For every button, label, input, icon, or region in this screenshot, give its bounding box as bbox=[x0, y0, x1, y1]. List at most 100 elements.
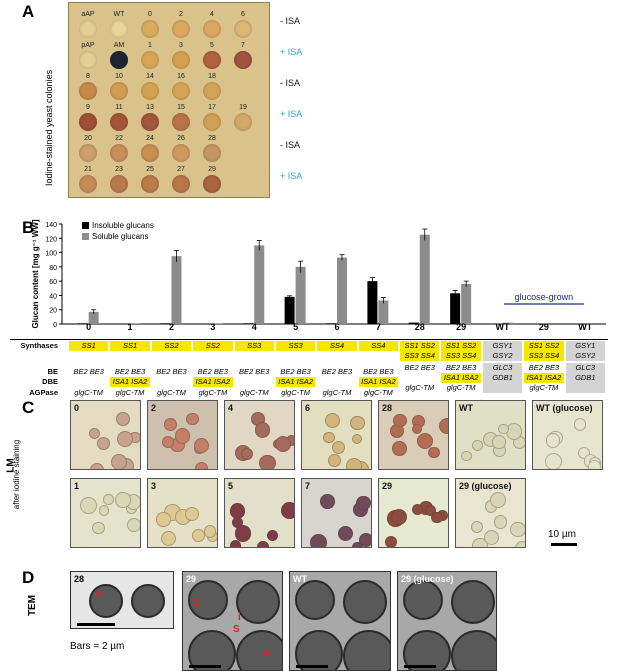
y-tick-label: 120 bbox=[45, 236, 57, 243]
column-number: 7 bbox=[375, 322, 381, 332]
colony-label: 19 bbox=[239, 104, 247, 111]
colony-label: 27 bbox=[177, 166, 185, 173]
colony-label: 11 bbox=[115, 104, 123, 111]
bar bbox=[88, 311, 99, 324]
tem-mark: i bbox=[238, 612, 241, 623]
lm-image-label: 1 bbox=[74, 481, 80, 491]
tem-cell bbox=[236, 580, 280, 624]
colony-label: 14 bbox=[146, 73, 154, 80]
dbe-cell bbox=[317, 377, 356, 387]
colony-label: 3 bbox=[179, 42, 183, 49]
cell bbox=[573, 418, 587, 431]
colony-label: 10 bbox=[115, 73, 123, 80]
yeast-colony bbox=[110, 51, 128, 69]
lm-image: 6 bbox=[301, 400, 372, 470]
yeast-colony bbox=[203, 20, 221, 38]
tem-image: WT bbox=[289, 571, 391, 671]
yeast-colony bbox=[203, 51, 221, 69]
lm-image-label: 6 bbox=[305, 403, 311, 413]
cell bbox=[424, 505, 436, 516]
legend-swatch bbox=[82, 222, 89, 229]
colony-label: 2 bbox=[179, 11, 183, 18]
panel-label-b: B bbox=[22, 218, 35, 237]
yeast-colony bbox=[203, 113, 221, 131]
yeast-colony bbox=[172, 144, 190, 162]
yeast-colony bbox=[141, 113, 159, 131]
table-row-label: BE bbox=[47, 367, 58, 376]
yeast-colony bbox=[79, 175, 97, 193]
column-number: 29 bbox=[538, 322, 549, 332]
bar bbox=[77, 323, 88, 324]
cell bbox=[259, 454, 276, 469]
cell bbox=[351, 434, 362, 445]
yeast-colony bbox=[141, 82, 159, 100]
synthase-cell: SS4 bbox=[358, 341, 399, 351]
cell bbox=[392, 441, 407, 456]
column-number: 2 bbox=[168, 322, 174, 332]
cell bbox=[116, 430, 134, 448]
cell bbox=[489, 492, 507, 509]
cell bbox=[350, 415, 366, 431]
bar bbox=[254, 245, 265, 324]
colony-label: 25 bbox=[146, 166, 154, 173]
agpase-cell: glgC-TM bbox=[405, 383, 435, 392]
tem-cell bbox=[188, 630, 236, 670]
cell bbox=[492, 435, 506, 449]
cell bbox=[384, 536, 397, 547]
synthase-cell: SS4 bbox=[317, 341, 357, 351]
cell bbox=[115, 492, 131, 508]
cell bbox=[156, 512, 171, 527]
synthase-cell: SS1 bbox=[110, 341, 150, 351]
tem-cell bbox=[236, 630, 282, 670]
colony-label: 4 bbox=[210, 11, 214, 18]
colony-label: 7 bbox=[241, 42, 245, 49]
isa-label: - ISA bbox=[280, 78, 301, 88]
yeast-colony bbox=[203, 144, 221, 162]
cell bbox=[103, 494, 114, 506]
lm-image: WT (glucose) bbox=[532, 400, 603, 470]
isa-label: + ISA bbox=[280, 171, 303, 181]
cell bbox=[328, 453, 342, 467]
panel-label-a: A bbox=[22, 2, 35, 21]
y-tick-label: 60 bbox=[49, 279, 57, 286]
cell bbox=[393, 413, 407, 428]
lm-image-label: 0 bbox=[74, 403, 80, 413]
lm-sublabel: after iodine staining bbox=[12, 439, 22, 510]
cell bbox=[324, 412, 340, 428]
colony-label: 20 bbox=[84, 135, 92, 142]
tem-cell bbox=[131, 584, 165, 618]
cell bbox=[391, 508, 408, 526]
column-number: WT bbox=[578, 322, 593, 332]
be-cell: BE2 BE3 bbox=[197, 367, 229, 376]
dbe-cell bbox=[69, 377, 108, 387]
cell bbox=[498, 423, 509, 435]
tem-cell bbox=[403, 630, 451, 670]
isa-label: + ISA bbox=[280, 109, 303, 119]
cell bbox=[515, 541, 525, 547]
tem-cell bbox=[188, 580, 228, 620]
lm-image-label: 3 bbox=[151, 481, 157, 491]
cell bbox=[331, 440, 346, 455]
cell bbox=[111, 454, 128, 469]
agpase-cell bbox=[565, 383, 605, 393]
cell bbox=[126, 517, 140, 532]
lm-image: 4 bbox=[224, 400, 295, 470]
column-number: 1 bbox=[127, 322, 133, 332]
lm-image-label: 29 (glucose) bbox=[459, 481, 512, 491]
cell bbox=[417, 433, 434, 450]
yeast-colony bbox=[234, 51, 252, 69]
cell bbox=[234, 525, 252, 542]
panel-label-c: C bbox=[22, 398, 35, 417]
be-cell: BE2 BE3 bbox=[363, 367, 394, 376]
dbe-cell: ISA1 ISA2 bbox=[524, 373, 564, 383]
bar bbox=[212, 323, 223, 324]
cell bbox=[323, 431, 336, 444]
lm-scale-bar bbox=[551, 543, 577, 546]
colony-label: 8 bbox=[86, 73, 90, 80]
agpase-cell: glgC-TM bbox=[529, 383, 559, 392]
cell bbox=[510, 521, 525, 538]
yeast-colony bbox=[141, 51, 159, 69]
bar bbox=[408, 322, 419, 324]
